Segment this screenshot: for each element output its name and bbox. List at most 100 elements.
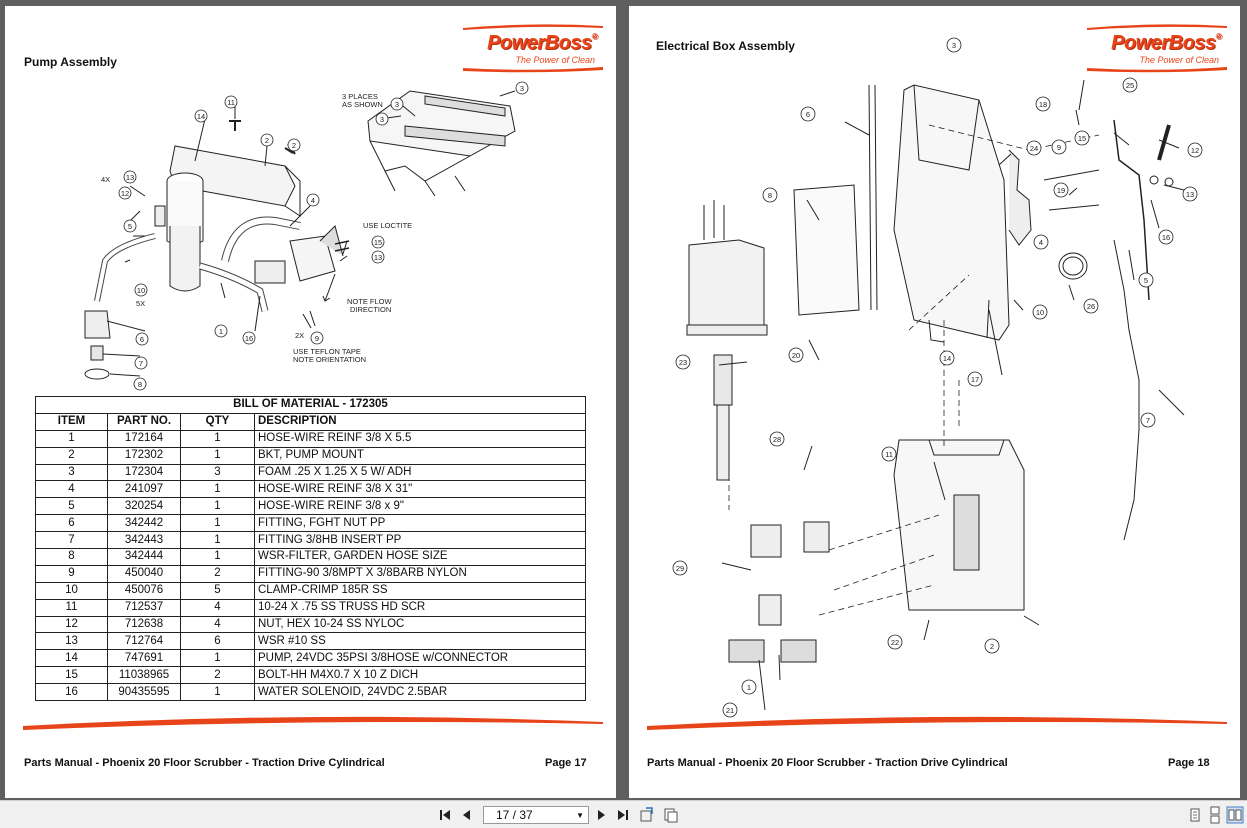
section-title: Pump Assembly bbox=[24, 55, 117, 69]
bom-description: WSR #10 SS bbox=[254, 632, 586, 651]
bom-description: WSR-FILTER, GARDEN HOSE SIZE bbox=[254, 548, 586, 566]
bom-header-qty: QTY bbox=[180, 412, 255, 431]
bom-description: FITTING, FGHT NUT PP bbox=[254, 514, 586, 533]
bom-item: 1 bbox=[35, 429, 108, 448]
bom-item: 9 bbox=[35, 564, 108, 583]
pages-icon[interactable] bbox=[662, 806, 680, 824]
bom-description: 10-24 X .75 SS TRUSS HD SCR bbox=[254, 598, 586, 617]
svg-text:12: 12 bbox=[1191, 146, 1199, 155]
single-page-view-icon[interactable] bbox=[1186, 806, 1204, 824]
svg-text:25: 25 bbox=[1126, 81, 1134, 90]
footer-page-number: Page 18 bbox=[1168, 757, 1210, 769]
footer-manual-title: Parts Manual - Phoenix 20 Floor Scrubber… bbox=[24, 757, 385, 769]
bom-description: FITTING-90 3/8MPT X 3/8BARB NYLON bbox=[254, 564, 586, 583]
bom-description: FITTING 3/8HB INSERT PP bbox=[254, 531, 586, 550]
bom-item: 4 bbox=[35, 480, 108, 499]
svg-text:5X: 5X bbox=[136, 299, 145, 308]
bom-description: CLAMP-CRIMP 185R SS bbox=[254, 581, 586, 600]
bom-qty: 2 bbox=[180, 564, 255, 583]
bom-qty: 1 bbox=[180, 514, 255, 533]
bom-qty: 4 bbox=[180, 615, 255, 634]
next-page-icon[interactable] bbox=[592, 806, 610, 824]
svg-text:13: 13 bbox=[126, 173, 134, 182]
last-page-icon[interactable] bbox=[614, 806, 632, 824]
bom-part-no: 11038965 bbox=[107, 666, 181, 685]
bom-qty: 6 bbox=[180, 632, 255, 651]
bom-description: BKT, PUMP MOUNT bbox=[254, 446, 586, 465]
bom-description: PUMP, 24VDC 35PSI 3/8HOSE w/CONNECTOR bbox=[254, 649, 586, 668]
bom-description: HOSE-WIRE REINF 3/8 x 9" bbox=[254, 497, 586, 516]
bom-qty: 3 bbox=[180, 463, 255, 482]
bom-item: 14 bbox=[35, 649, 108, 668]
prev-page-icon[interactable] bbox=[458, 806, 476, 824]
bom-part-no: 747691 bbox=[107, 649, 181, 668]
footer-manual-title: Parts Manual - Phoenix 20 Floor Scrubber… bbox=[647, 757, 1008, 769]
svg-text:1: 1 bbox=[747, 683, 751, 692]
svg-text:15: 15 bbox=[1078, 134, 1086, 143]
bom-description: WATER SOLENOID, 24VDC 2.5BAR bbox=[254, 683, 586, 702]
bom-description: BOLT-HH M4X0.7 X 10 Z DICH bbox=[254, 666, 586, 685]
bom-item: 7 bbox=[35, 531, 108, 550]
svg-text:22: 22 bbox=[891, 638, 899, 647]
chevron-down-icon: ▼ bbox=[576, 811, 584, 820]
svg-text:26: 26 bbox=[1087, 302, 1095, 311]
svg-text:12: 12 bbox=[121, 189, 129, 198]
document-viewer[interactable]: Pump Assembly PowerBoss® The Power of Cl… bbox=[0, 0, 1247, 800]
svg-text:14: 14 bbox=[943, 354, 951, 363]
bom-item: 5 bbox=[35, 497, 108, 516]
footer-swoosh bbox=[23, 716, 603, 730]
svg-text:14: 14 bbox=[197, 112, 205, 121]
svg-text:1: 1 bbox=[219, 327, 223, 336]
first-page-icon[interactable] bbox=[436, 806, 454, 824]
bom-part-no: 172164 bbox=[107, 429, 181, 448]
bom-description: HOSE-WIRE REINF 3/8 X 31" bbox=[254, 480, 586, 499]
svg-text:17: 17 bbox=[971, 375, 979, 384]
bom-qty: 1 bbox=[180, 429, 255, 448]
rotate-icon[interactable] bbox=[638, 806, 656, 824]
section-title: Electrical Box Assembly bbox=[656, 39, 795, 53]
bom-part-no: 90435595 bbox=[107, 683, 181, 702]
bom-part-no: 342444 bbox=[107, 548, 181, 566]
footer-page-number: Page 17 bbox=[545, 757, 587, 769]
svg-text:3 PLACES: 3 PLACES bbox=[342, 92, 378, 101]
svg-text:7: 7 bbox=[1146, 416, 1150, 425]
two-page-view-icon[interactable] bbox=[1226, 806, 1244, 824]
bom-description: HOSE-WIRE REINF 3/8 X 5.5 bbox=[254, 429, 586, 448]
svg-text:NOTE ORIENTATION: NOTE ORIENTATION bbox=[293, 355, 366, 364]
svg-text:2: 2 bbox=[990, 642, 994, 651]
svg-text:DIRECTION: DIRECTION bbox=[350, 305, 391, 314]
bom-qty: 1 bbox=[180, 480, 255, 499]
page-18: Electrical Box Assembly PowerBoss® The P… bbox=[629, 6, 1240, 798]
bom-part-no: 172302 bbox=[107, 446, 181, 465]
bom-qty: 1 bbox=[180, 649, 255, 668]
svg-text:19: 19 bbox=[1057, 186, 1065, 195]
svg-text:11: 11 bbox=[885, 450, 893, 459]
svg-text:13: 13 bbox=[1186, 190, 1194, 199]
svg-text:23: 23 bbox=[679, 358, 687, 367]
bom-part-no: 712638 bbox=[107, 615, 181, 634]
bom-item: 10 bbox=[35, 581, 108, 600]
bom-part-no: 320254 bbox=[107, 497, 181, 516]
bom-part-no: 712537 bbox=[107, 598, 181, 617]
svg-text:9: 9 bbox=[1057, 143, 1061, 152]
continuous-view-icon[interactable] bbox=[1206, 806, 1224, 824]
bom-header-description: DESCRIPTION bbox=[254, 412, 586, 431]
svg-text:10: 10 bbox=[1036, 308, 1044, 317]
page-number-select[interactable]: 17 / 37▼ bbox=[483, 806, 589, 824]
page-17: Pump Assembly PowerBoss® The Power of Cl… bbox=[5, 6, 616, 798]
svg-text:3: 3 bbox=[380, 115, 384, 124]
svg-text:3: 3 bbox=[952, 41, 956, 50]
svg-text:15: 15 bbox=[374, 238, 382, 247]
footer-swoosh bbox=[647, 716, 1227, 730]
bom-item: 2 bbox=[35, 446, 108, 465]
bom-item: 11 bbox=[35, 598, 108, 617]
